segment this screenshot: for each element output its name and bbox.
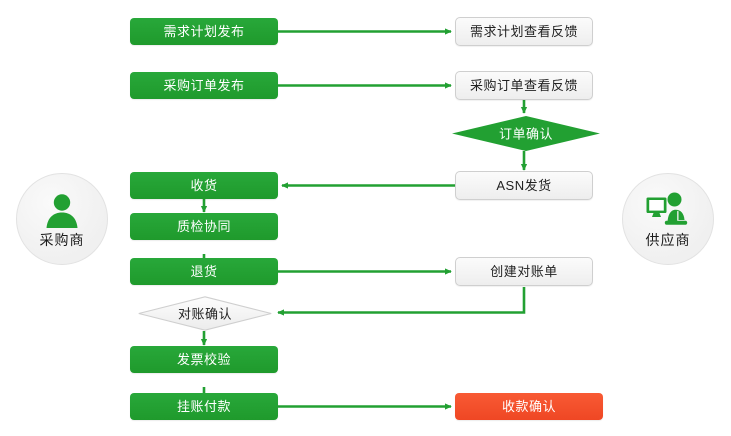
node-return-goods[interactable]: 退货 bbox=[130, 258, 278, 285]
node-po-publish[interactable]: 采购订单发布 bbox=[130, 72, 278, 99]
role-buyer[interactable]: 采购商 bbox=[16, 173, 108, 265]
node-invoice-verify[interactable]: 发票校验 bbox=[130, 346, 278, 373]
diamond-shape-order-confirm bbox=[452, 116, 600, 151]
node-receive-goods[interactable]: 收货 bbox=[130, 172, 278, 199]
node-create-statement[interactable]: 创建对账单 bbox=[455, 257, 593, 286]
edge-statement-to-check bbox=[277, 287, 526, 316]
diamond-shape-statement-confirm bbox=[138, 296, 272, 331]
role-buyer-label: 采购商 bbox=[39, 232, 85, 248]
node-asn-shipment[interactable]: ASN发货 bbox=[455, 171, 593, 200]
role-supplier-label: 供应商 bbox=[645, 232, 691, 248]
person-at-computer-icon bbox=[645, 191, 691, 231]
node-payable-payment[interactable]: 挂账付款 bbox=[130, 393, 278, 420]
node-demand-plan-feedback[interactable]: 需求计划查看反馈 bbox=[455, 17, 593, 46]
node-statement-confirm[interactable]: 对账确认 bbox=[138, 296, 272, 331]
node-quality-collab[interactable]: 质检协同 bbox=[130, 213, 278, 240]
role-supplier[interactable]: 供应商 bbox=[622, 173, 714, 265]
node-po-feedback[interactable]: 采购订单查看反馈 bbox=[455, 71, 593, 100]
person-icon bbox=[42, 191, 82, 231]
node-order-confirm[interactable]: 订单确认 bbox=[452, 116, 600, 151]
node-receipt-confirm[interactable]: 收款确认 bbox=[455, 393, 603, 420]
node-demand-plan-publish[interactable]: 需求计划发布 bbox=[130, 18, 278, 45]
